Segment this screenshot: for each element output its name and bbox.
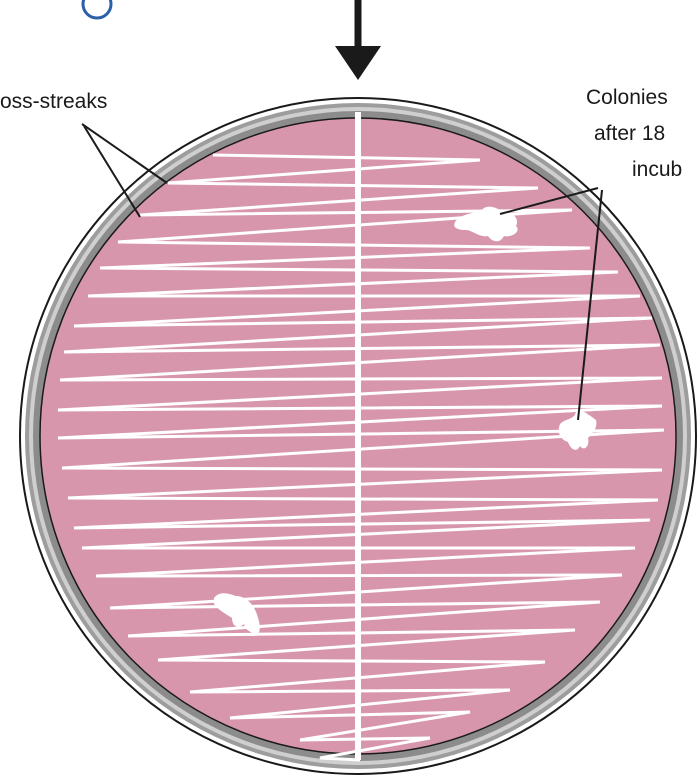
down-arrow-icon xyxy=(335,0,381,80)
colonies-label-line1: Colonies xyxy=(586,86,668,110)
circled-number-icon xyxy=(83,0,111,18)
cross-streaks-label: oss-streaks xyxy=(0,90,107,114)
cropped-caption-fragment xyxy=(140,0,330,6)
colonies-label-line3: incub xyxy=(632,158,682,182)
colonies-label-line2: after 18 xyxy=(594,122,665,146)
